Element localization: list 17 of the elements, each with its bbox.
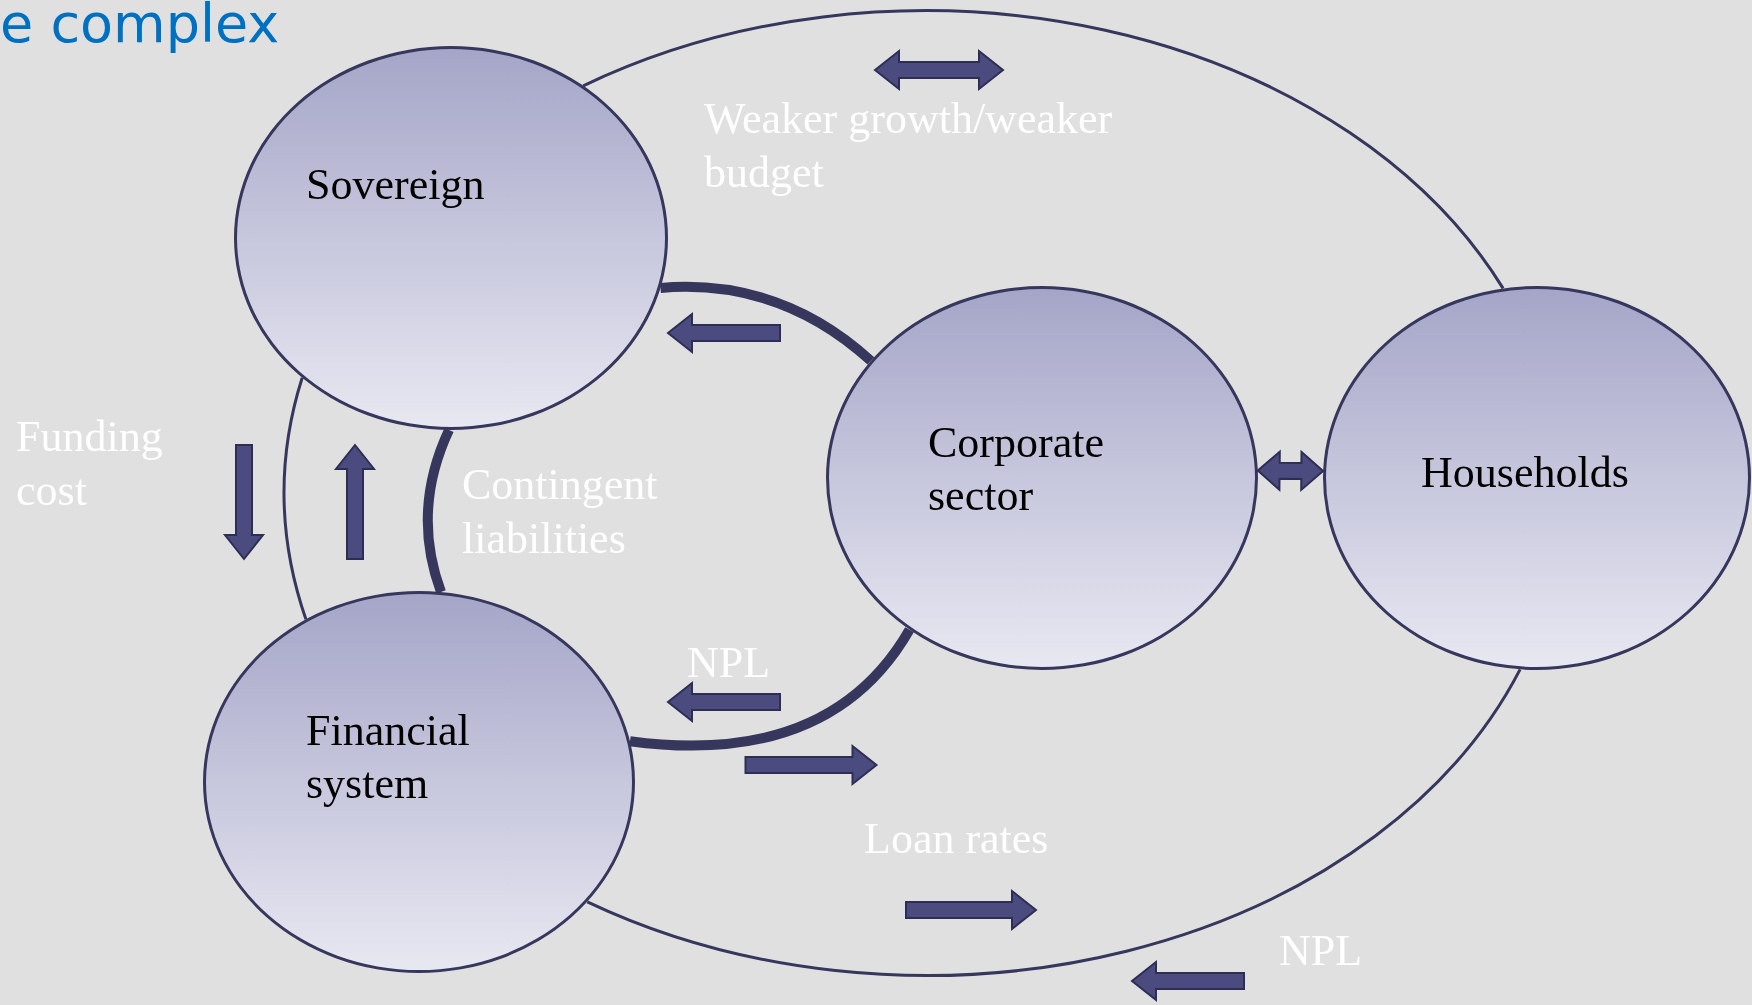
connector-line [582,9,1505,290]
connector-line [586,668,1522,977]
block-arrow [744,743,879,787]
block-arrow [1256,449,1325,493]
connector-line [282,377,308,620]
block-arrow [666,680,781,724]
node-label: Households [1421,446,1630,499]
connector-line [660,281,875,365]
connector-line [422,428,454,594]
node-label: Sovereign [306,158,486,211]
node-label: Corporate sector [928,417,1105,522]
node-label: Financial system [306,705,471,810]
slide-title: e complex [0,0,280,54]
block-arrow [222,444,266,561]
block-arrow [666,311,781,355]
connector-line [629,627,914,751]
block-arrow [333,443,377,560]
